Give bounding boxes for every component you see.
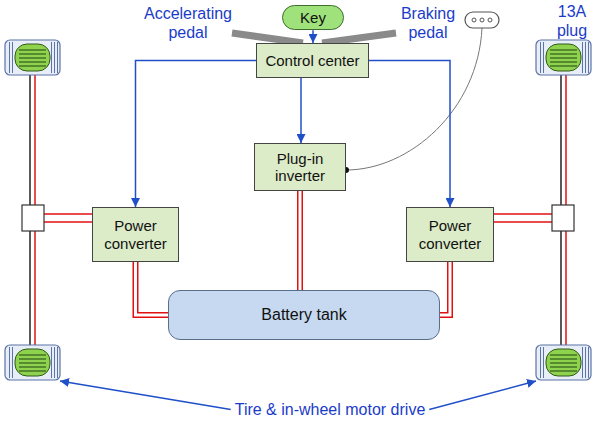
arrow-path: [300, 78, 302, 143]
wheel: [5, 40, 60, 75]
control-arrow: [136, 61, 257, 208]
power-line-outer: [440, 262, 450, 315]
inverter-box: Plug-in inverter: [254, 143, 346, 191]
braking-pedal: [322, 33, 396, 43]
leader-arrow: [429, 381, 536, 410]
node-text: Control center: [265, 52, 359, 69]
arrow-path: [312, 30, 314, 43]
power-line-inner: [440, 262, 450, 315]
accelerating-pedal: [232, 33, 303, 43]
wheel: [536, 40, 591, 75]
plug-icon: [465, 12, 499, 28]
node-text: Power converter: [411, 217, 489, 252]
converter-box: Power converter: [406, 207, 494, 262]
node-text: Power converter: [97, 217, 174, 252]
control-arrow: [369, 61, 450, 208]
part-label: Braking pedal: [393, 4, 463, 42]
power-line: [300, 191, 301, 290]
axle: [30, 75, 566, 345]
node-text: Key: [300, 9, 326, 26]
converter-box: Power converter: [92, 207, 179, 262]
power-line-outer: [297, 191, 303, 290]
control-arrow: [301, 78, 302, 143]
power-line-inner: [299, 191, 302, 290]
node-text: Battery tank: [261, 306, 346, 324]
control-box: Control center: [256, 43, 369, 78]
control-arrow: [313, 30, 314, 43]
wheel: [5, 345, 60, 380]
arrow-path: [136, 61, 257, 208]
junction-box: [552, 205, 574, 231]
wheel: [536, 345, 591, 380]
leader-arrow: [60, 381, 231, 410]
part-label: 13A plug: [552, 2, 592, 40]
arrow-path: [369, 61, 450, 208]
power-line-outer: [136, 262, 169, 315]
callout-label: Tire & in-wheel motor drive: [235, 400, 426, 419]
junction-box: [22, 205, 44, 231]
node-text: Plug-in inverter: [259, 150, 341, 185]
battery-box: Battery tank: [168, 290, 440, 340]
power-line: [136, 262, 169, 315]
power-line-inner: [136, 262, 169, 315]
power-line: [440, 262, 450, 315]
part-label: Accelerating pedal: [138, 4, 238, 42]
key-pill: Key: [282, 5, 344, 30]
